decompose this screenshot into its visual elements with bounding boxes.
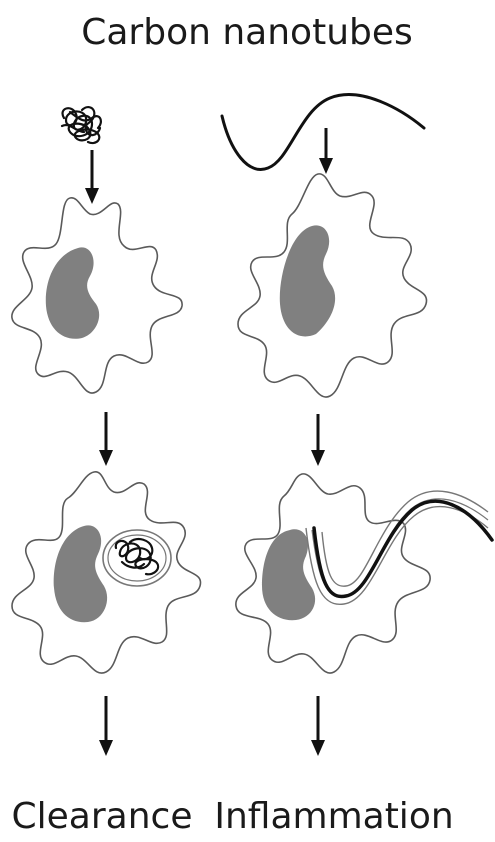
arrow-ingestion-right xyxy=(311,414,325,466)
macrophage-left-bottom xyxy=(12,472,201,673)
arrow-uptake-right xyxy=(319,128,333,174)
tangled-nanotube xyxy=(62,107,101,143)
diagram-title: Carbon nanotubes xyxy=(81,12,413,53)
macrophage-right-top xyxy=(238,174,427,397)
arrow-outcome-right xyxy=(311,696,325,756)
outcome-inflammation: Inflammation xyxy=(214,796,453,837)
outcome-clearance: Clearance xyxy=(12,796,193,837)
macrophage-left-top xyxy=(12,198,182,393)
arrow-outcome-left xyxy=(99,696,113,756)
arrow-ingestion-left xyxy=(99,412,113,466)
macrophage-right-bottom xyxy=(236,474,492,673)
arrow-uptake-left xyxy=(85,150,99,204)
